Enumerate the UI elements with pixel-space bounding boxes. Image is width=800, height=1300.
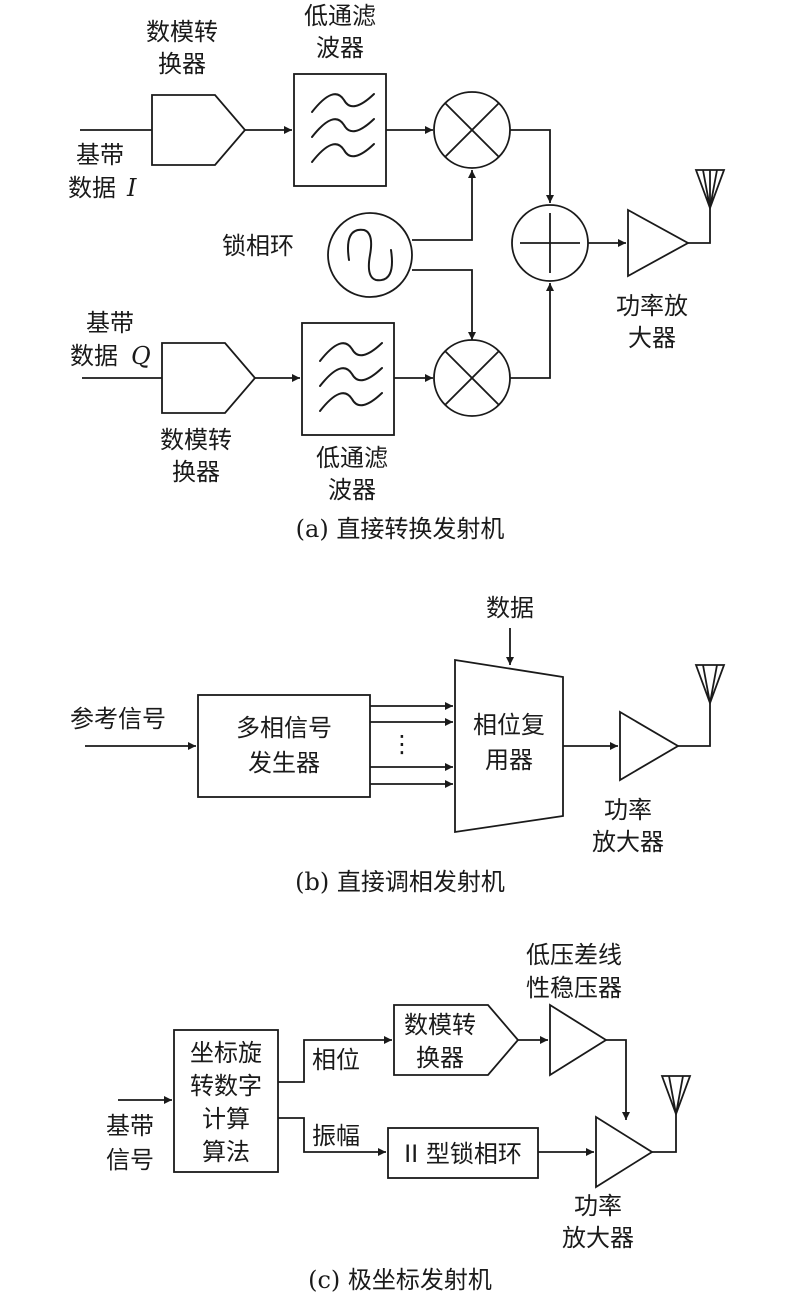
pll-label: 锁相环 xyxy=(222,232,294,260)
ref-signal-label: 参考信号 xyxy=(70,705,166,733)
pa-b-label-2: 放大器 xyxy=(592,828,664,856)
phase-ellipsis: ⋮ xyxy=(390,730,414,758)
antenna-a-icon xyxy=(694,169,726,211)
lpf-top-label-1: 低通滤 xyxy=(304,2,376,30)
lpf-bottom-label-2: 波器 xyxy=(328,476,376,504)
lpf-bottom-waves xyxy=(319,342,383,412)
diagram-a: 数模转 换器 基带 数据 I 低通滤 波器 锁相环 xyxy=(68,2,726,543)
caption-c: (c) 极坐标发射机 xyxy=(308,1266,492,1294)
polyphase-generator-block xyxy=(197,694,371,798)
arrow-mixer-bottom-adder xyxy=(510,283,554,379)
mux-label-1: 相位复 xyxy=(473,711,545,739)
gen-label-2: 发生器 xyxy=(248,749,320,777)
pa-b-block xyxy=(619,710,680,782)
pa-c-output xyxy=(652,1112,677,1153)
input-q-symbol: Q xyxy=(131,342,151,370)
input-q-label-2: 数据 xyxy=(70,342,118,370)
lpf-top-waves xyxy=(311,93,375,163)
pa-c-label-1: 功率 xyxy=(574,1192,622,1220)
cordic-label-1: 坐标旋 xyxy=(190,1039,262,1067)
lpf-bottom-label-1: 低通滤 xyxy=(316,444,388,472)
lpf-top-block xyxy=(293,73,387,187)
dac-c-label-2: 换器 xyxy=(416,1044,464,1072)
phase-mux-block xyxy=(454,658,564,834)
dac-top-block xyxy=(151,94,247,166)
data-in-label: 数据 xyxy=(486,594,534,622)
arrow-amplitude xyxy=(278,1117,386,1156)
diagram-b: 参考信号 多相信号 发生器 ⋮ 数据 相位复 用器 功率 放大器 (b) 直接调… xyxy=(70,594,726,896)
antenna-b-icon xyxy=(694,664,726,706)
caption-a: (a) 直接转换发射机 xyxy=(296,515,505,543)
sine-icon xyxy=(347,228,393,282)
diagram-c: 基带 信号 坐标旋 转数字 计算 算法 相位 数模转 换器 低压差线 性稳压器 … xyxy=(106,941,692,1294)
ldo-block xyxy=(549,1003,608,1077)
pa-c-label-2: 放大器 xyxy=(562,1224,634,1252)
dac-bottom-label-1: 数模转 xyxy=(160,426,232,454)
input-i-symbol: I xyxy=(126,174,137,202)
mux-label-2: 用器 xyxy=(485,746,533,774)
ldo-label-1: 低压差线 xyxy=(526,941,622,969)
pa-a-output xyxy=(688,170,711,244)
pa-b-label-1: 功率 xyxy=(604,796,652,824)
dac-bottom-block xyxy=(161,342,257,414)
input-c-label-1: 基带 xyxy=(106,1112,154,1140)
input-c-label-2: 信号 xyxy=(106,1146,154,1174)
lpf-bottom-block xyxy=(301,322,395,436)
arrow-ldo-pa xyxy=(606,1039,630,1120)
cordic-label-3: 计算 xyxy=(202,1105,250,1133)
dac-bottom-label-2: 换器 xyxy=(172,458,220,486)
pa-b-output xyxy=(678,700,711,747)
cordic-label-2: 转数字 xyxy=(190,1072,262,1100)
caption-b: (b) 直接调相发射机 xyxy=(295,868,505,896)
lpf-top-label-2: 波器 xyxy=(316,34,364,62)
type2-pll-label: II 型锁相环 xyxy=(404,1140,522,1168)
arrow-pll-mixer-bottom xyxy=(412,269,476,340)
dac-top-label-1: 数模转 xyxy=(146,18,218,46)
pll-oscillator xyxy=(327,212,413,298)
phase-label: 相位 xyxy=(312,1046,360,1074)
dac-top-label-2: 换器 xyxy=(158,50,206,78)
cordic-label-4: 算法 xyxy=(202,1138,250,1166)
pa-a-block xyxy=(627,208,690,278)
antenna-c-icon xyxy=(660,1075,692,1117)
pa-a-label-1: 功率放 xyxy=(616,292,688,320)
pa-a-label-2: 大器 xyxy=(628,324,676,352)
cordic-block xyxy=(173,1029,279,1173)
input-q-label-1: 基带 xyxy=(86,309,134,337)
arrow-mixer-top-adder xyxy=(510,129,554,203)
arrow-pll-mixer-top xyxy=(412,170,476,241)
type2-pll-block xyxy=(387,1127,539,1179)
arrow-phase xyxy=(278,1036,392,1083)
gen-label-1: 多相信号 xyxy=(236,714,332,742)
dac-c-label-1: 数模转 xyxy=(404,1011,476,1039)
dac-c-block xyxy=(393,1004,520,1076)
input-i-label-1: 基带 xyxy=(76,141,124,169)
input-i-label-2: 数据 xyxy=(68,174,116,202)
ldo-label-2: 性稳压器 xyxy=(526,974,622,1002)
amplitude-label: 振幅 xyxy=(312,1122,360,1150)
pa-c-block xyxy=(595,1115,654,1189)
